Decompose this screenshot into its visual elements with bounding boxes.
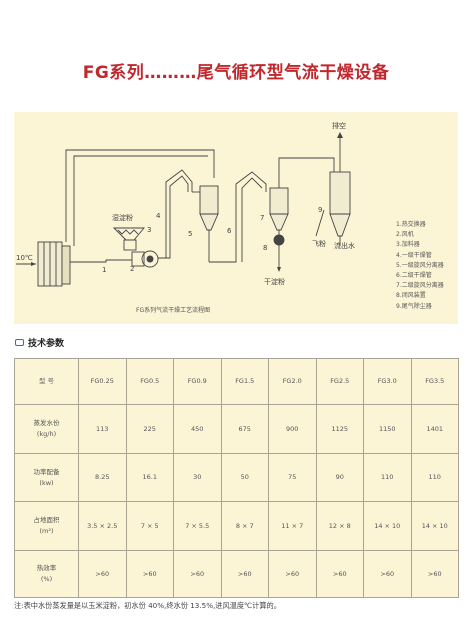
first-cyclone [199, 185, 219, 262]
value-cell: >60 [363, 550, 412, 598]
label-n2: 2 [130, 265, 134, 273]
header-label-cell: 型 号 [14, 358, 79, 405]
legend-item: 1.热交换器 [396, 221, 426, 228]
row-label-cell: 功率配备(kw) [14, 453, 79, 502]
legend-item: 6.二级干燥管 [396, 272, 432, 280]
value-cell: 12 × 8 [315, 501, 364, 551]
value-cell: 225 [125, 404, 174, 454]
label-n5: 5 [188, 230, 192, 238]
value-cell: >60 [268, 550, 317, 598]
legend-item: 4.一级干燥管 [396, 251, 432, 259]
section-marker-icon [15, 339, 24, 346]
label-dry-powder: 干淀粉 [264, 277, 285, 286]
label-n3: 3 [147, 226, 151, 234]
value-cell: 14 × 10 [410, 501, 459, 551]
second-cyclone [269, 187, 289, 231]
feeder [112, 227, 145, 251]
heat-exchanger [37, 241, 71, 287]
table-row: 蒸发水份(kg/h) 113 225 450 675 900 1125 1150… [14, 404, 459, 454]
diagram-caption: FG系列气流干燥工艺流程图 [136, 307, 211, 314]
label-n7: 7 [260, 214, 264, 222]
value-cell: >60 [125, 550, 174, 598]
label-n1: 1 [102, 266, 106, 274]
label-n8: 8 [263, 244, 267, 252]
value-cell: 8 × 7 [220, 501, 269, 551]
rotary-valve [273, 230, 285, 272]
section-heading: 技术参数 [15, 336, 64, 349]
label-exhaust: 排空 [332, 121, 346, 130]
value-cell: 90 [315, 453, 364, 502]
footnote: 注:表中水份蒸发量是以玉米淀粉，初水份 40%,终水份 13.5%,进风温度℃计… [14, 601, 281, 610]
spec-table: 型 号 FG0.25 FG0.5 FG0.9 FG1.5 FG2.0 FG2.5… [14, 358, 459, 598]
legend-item: 3.加料器 [396, 241, 420, 249]
value-cell: 113 [78, 404, 127, 454]
label-air-inlet: 10℃ [16, 254, 33, 262]
value-cell: >60 [315, 550, 364, 598]
row-label-cell: 占地面积(m²) [14, 501, 79, 551]
label-waste-water: 流出水 [334, 241, 355, 250]
flow-diagram-svg: 1 2 3 4 5 6 7 8 9 排空 湿淀粉 10℃ 干淀粉 飞粉 流出水 [16, 121, 355, 287]
model-cell: FG2.0 [268, 358, 317, 405]
label-fly-powder: 飞粉 [312, 239, 326, 248]
table-row: 功率配备(kw) 8.25 16.1 30 50 75 90 110 110 [14, 453, 459, 502]
value-cell: 110 [410, 453, 459, 502]
model-cell: FG0.25 [78, 358, 127, 405]
table-row: 占地面积(m²) 3.5 × 2.5 7 × 5 7 × 5.5 8 × 7 1… [14, 501, 459, 551]
model-cell: FG2.5 [315, 358, 364, 405]
value-cell: 675 [220, 404, 269, 454]
value-cell: 900 [268, 404, 317, 454]
value-cell: 30 [173, 453, 222, 502]
value-cell: 3.5 × 2.5 [78, 501, 127, 551]
value-cell: 110 [363, 453, 412, 502]
page-title: FG系列………尾气循环型气流干燥设备 [82, 63, 390, 83]
value-cell: 14 × 10 [363, 501, 412, 551]
legend-item: 5.一级旋风分离器 [396, 261, 444, 269]
value-cell: >60 [78, 550, 127, 598]
row-label-cell: 热效率(%) [14, 550, 79, 598]
table-row: 热效率(%) >60 >60 >60 >60 >60 >60 >60 >60 [14, 550, 459, 598]
legend-item: 9.尾气除尘器 [396, 302, 432, 310]
section-title: 技术参数 [28, 339, 65, 349]
value-cell: 1150 [363, 404, 412, 454]
model-cell: FG3.5 [410, 358, 459, 405]
label-n4: 4 [156, 212, 161, 220]
label-n6: 6 [227, 227, 232, 235]
value-cell: 50 [220, 453, 269, 502]
value-cell: 7 × 5 [125, 501, 174, 551]
model-cell: FG0.5 [125, 358, 174, 405]
value-cell: 1401 [410, 404, 459, 454]
legend-item: 2.风机 [396, 231, 414, 239]
row-label-cell: 蒸发水份(kg/h) [14, 404, 79, 454]
value-cell: 16.1 [125, 453, 174, 502]
value-cell: >60 [173, 550, 222, 598]
diagram-legend: 1.热交换器 2.风机 3.加料器 4.一级干燥管 5.一级旋风分离器 6.二级干燥管 7.… [396, 220, 444, 312]
value-cell: 11 × 7 [268, 501, 317, 551]
label-wet-powder: 湿淀粉 [112, 213, 133, 222]
label-n9: 9 [318, 206, 322, 214]
model-cell: FG1.5 [220, 358, 269, 405]
value-cell: 7 × 5.5 [173, 501, 222, 551]
value-cell: >60 [220, 550, 269, 598]
table-header-row: 型 号 FG0.25 FG0.5 FG0.9 FG1.5 FG2.0 FG2.5… [14, 358, 459, 405]
model-cell: FG3.0 [363, 358, 412, 405]
dust-collector [315, 136, 351, 246]
value-cell: 450 [173, 404, 222, 454]
process-flow-diagram: 1 2 3 4 5 6 7 8 9 排空 湿淀粉 10℃ 干淀粉 飞粉 流出水 … [14, 112, 458, 324]
legend-item: 8.闭风装置 [396, 292, 426, 300]
fan [131, 250, 159, 268]
legend-item: 7.二级旋风分离器 [396, 282, 444, 290]
value-cell: 8.25 [78, 453, 127, 502]
value-cell: 75 [268, 453, 317, 502]
value-cell: >60 [410, 550, 459, 598]
model-cell: FG0.9 [173, 358, 222, 405]
value-cell: 1125 [315, 404, 364, 454]
